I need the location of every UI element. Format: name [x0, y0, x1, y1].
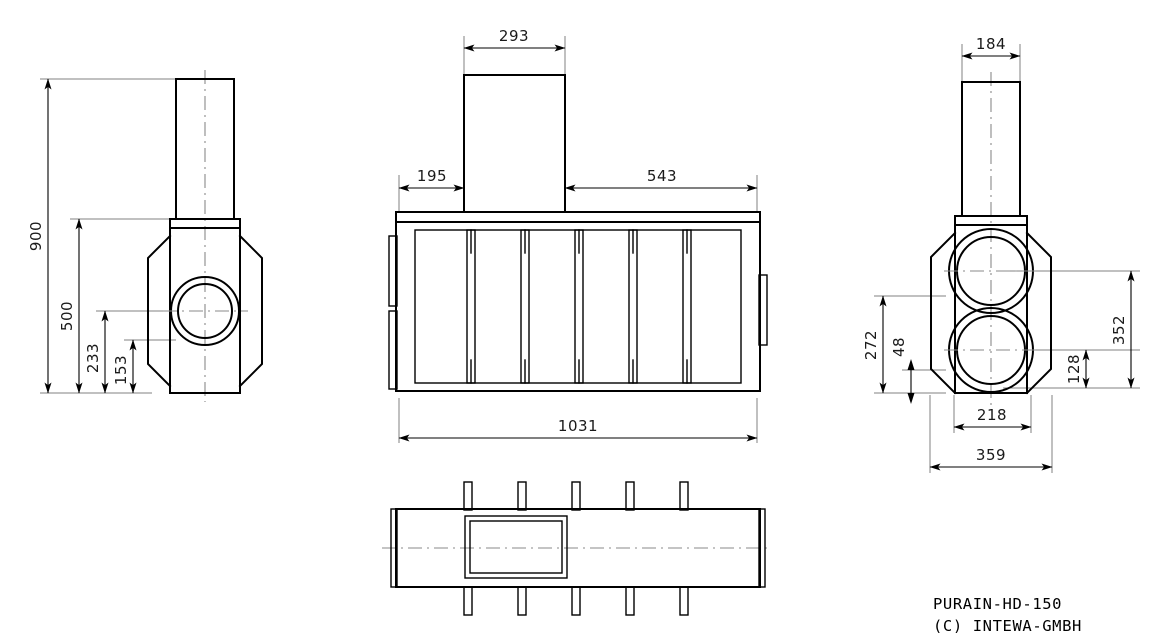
dimension-128-label: 128: [1065, 354, 1083, 384]
dimension-48: 48: [890, 337, 915, 404]
front-filter-frame: [414, 229, 742, 384]
view-front-elevation: 293 195 543 1031: [388, 27, 768, 443]
dimension-233-label: 233: [84, 343, 102, 373]
dimension-900-label: 900: [27, 221, 45, 251]
dimension-233: 233: [84, 310, 109, 394]
dimension-543-label: 543: [647, 167, 677, 185]
dimension-195-label: 195: [417, 167, 447, 185]
left-flange-plate: [169, 218, 241, 229]
front-filter-ribs: [466, 229, 692, 384]
dimension-48-label: 48: [890, 337, 908, 357]
dimension-184: 184: [961, 35, 1021, 60]
view-right-side-elevation: 184 272 48 352 128 218: [862, 35, 1140, 473]
dimension-500-label: 500: [58, 301, 76, 331]
front-cover-plate: [395, 211, 761, 223]
front-inlet-stack: [463, 74, 566, 213]
dimension-195: 195: [398, 167, 465, 192]
dimension-293-label: 293: [499, 27, 529, 45]
plan-inlet-opening: [464, 515, 568, 579]
front-tank-body: [395, 221, 761, 392]
front-side-tabs: [388, 235, 768, 390]
right-flange-plate: [954, 215, 1028, 226]
dimension-293: 293: [463, 27, 566, 52]
front-extension-lines: [398, 36, 758, 443]
dimension-153-label: 153: [112, 355, 130, 385]
dimension-900: 900: [27, 78, 52, 394]
dimension-500: 500: [58, 218, 83, 394]
dimension-352-label: 352: [1110, 315, 1128, 345]
view-plan: [382, 481, 772, 616]
plan-brackets-top: [463, 481, 689, 511]
dimension-1031: 1031: [398, 417, 758, 442]
dimension-218: 218: [953, 406, 1032, 431]
dimension-128: 128: [1065, 349, 1090, 389]
right-column-outline: [961, 81, 1021, 217]
dimension-352: 352: [1110, 270, 1135, 389]
dimension-359: 359: [929, 446, 1053, 471]
dimension-153: 153: [112, 339, 137, 394]
dimension-272-label: 272: [862, 330, 880, 360]
product-name-label: PURAIN-HD-150: [933, 595, 1062, 613]
title-block: PURAIN-HD-150 (C) INTEWA-GMBH: [933, 595, 1082, 635]
copyright-label: (C) INTEWA-GMBH: [933, 617, 1082, 635]
dimension-543: 543: [564, 167, 758, 192]
view-left-side-elevation: 900 500 233 153: [27, 70, 263, 402]
left-extension-lines: [40, 78, 176, 394]
dimension-1031-label: 1031: [558, 417, 598, 435]
dimension-218-label: 218: [977, 406, 1007, 424]
plan-brackets-bottom: [463, 586, 689, 616]
dimension-184-label: 184: [976, 35, 1006, 53]
dimension-359-label: 359: [976, 446, 1006, 464]
dimension-272: 272: [862, 295, 887, 394]
left-column-outline: [175, 78, 235, 220]
